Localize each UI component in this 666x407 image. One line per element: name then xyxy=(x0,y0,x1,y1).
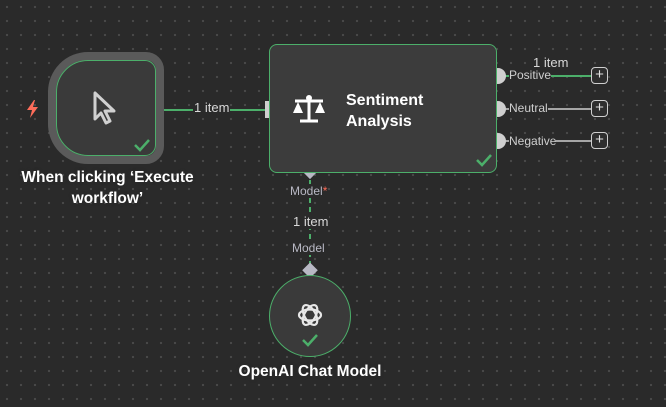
openai-node-label: OpenAI Chat Model xyxy=(238,363,382,380)
required-marker: * xyxy=(322,184,328,198)
add-node-negative-button[interactable]: + xyxy=(591,132,608,149)
openai-icon xyxy=(297,303,323,327)
trigger-node-label: When clicking ‘Execute workflow’ xyxy=(21,169,194,207)
cursor-icon xyxy=(93,91,116,125)
sentiment-input-port[interactable] xyxy=(265,101,272,118)
port-label-positive: Positive xyxy=(509,68,552,82)
success-check-icon xyxy=(476,154,492,167)
openai-model-output-port[interactable] xyxy=(302,262,318,279)
sentiment-analysis-title: Sentiment Analysis xyxy=(346,92,424,130)
edge-label-positive: 1 item xyxy=(532,55,570,70)
trigger-node[interactable] xyxy=(48,52,164,164)
edge-label-model: 1 item xyxy=(292,214,330,229)
sentiment-analysis-node[interactable]: Sentiment Analysis xyxy=(269,44,497,173)
add-node-neutral-button[interactable]: + xyxy=(591,100,608,117)
model-input-label-text: Model xyxy=(290,184,323,198)
model-input-label: Model* xyxy=(290,184,328,198)
model-output-label: Model xyxy=(292,241,325,255)
scale-icon xyxy=(293,95,325,123)
bolt-icon xyxy=(27,100,38,118)
openai-chat-model-node[interactable] xyxy=(269,275,351,357)
port-label-negative: Negative xyxy=(509,134,557,148)
success-check-icon xyxy=(302,334,318,347)
edge-label-trigger: 1 item xyxy=(193,100,231,115)
success-check-icon xyxy=(134,139,150,152)
add-node-positive-button[interactable]: + xyxy=(591,67,608,84)
port-label-neutral: Neutral xyxy=(509,101,548,115)
